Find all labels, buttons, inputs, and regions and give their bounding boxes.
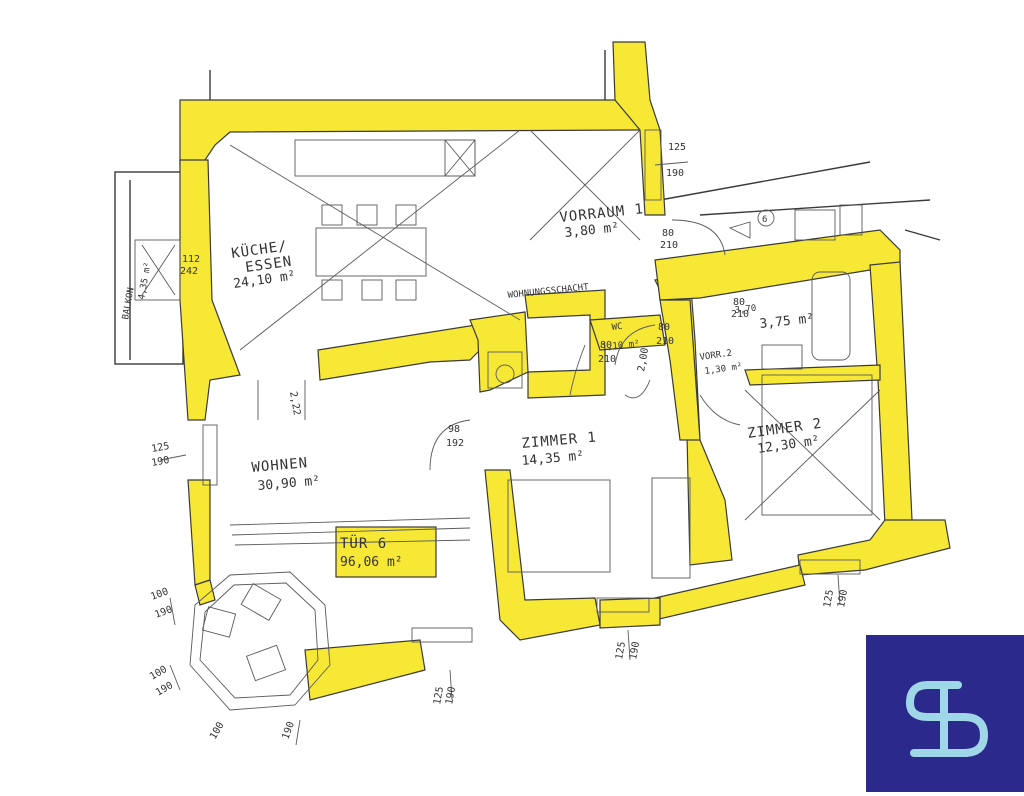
wall-left-upper (179, 159, 241, 421)
hallway-area: 1,30 m² (704, 362, 743, 377)
hall-door-label: 2,00 (636, 347, 651, 373)
zimmer1-area: 14,35 m² (521, 449, 585, 469)
wall-zimmer1-bottom (654, 564, 806, 621)
zimmer1-label: ZIMMER 1 (521, 429, 598, 452)
wc-door-width: 80 (600, 340, 612, 351)
z1-window-width: 125 (432, 686, 446, 706)
bay-window2-height: 190 (154, 680, 175, 699)
wall-left-lower (187, 479, 211, 586)
bay-window3-width: 100 (208, 720, 227, 741)
z2-window-width: 125 (822, 589, 836, 609)
wall-living-bottom (304, 639, 426, 701)
kitchen-door-label: 2,22 (287, 391, 302, 417)
wall-top-right (612, 41, 666, 216)
wall-zimmer1-left (484, 469, 601, 641)
kitchen-label-2: ESSEN (244, 254, 293, 276)
sp-monogram-icon (906, 681, 988, 757)
wc-area: 1,10 m² (601, 339, 640, 353)
vorraum-window-height: 190 (666, 168, 684, 179)
dimension-labels: 112 242 80 210 80 210 80 210 80 210 98 1… (148, 142, 850, 742)
wc-door-height: 210 (598, 354, 616, 365)
wall-hall (589, 314, 666, 351)
wall-bath-top (654, 229, 901, 301)
bay-window-height: 190 (153, 604, 174, 621)
hallway-label: VORR.2 (699, 349, 733, 363)
room-sketch (134, 129, 881, 746)
hall-door-width: 80 (658, 322, 670, 333)
living-area: 30,90 m² (257, 474, 321, 494)
bath-door-height: 210 (731, 309, 749, 320)
balcony-door-width: 112 (182, 254, 200, 265)
kitchen-area: 24,10 m² (232, 268, 296, 292)
bay-window-width: 100 (149, 586, 170, 603)
z2-window-height: 190 (836, 589, 850, 609)
bathroom-area: 3,75 m² (759, 311, 815, 332)
wall-zimmer1-bottom-2 (599, 597, 661, 629)
wc-label: WC (611, 322, 623, 333)
wall-wc (524, 289, 606, 399)
walls (179, 41, 951, 701)
z1-window-height: 190 (444, 686, 458, 706)
wall-bay (194, 579, 216, 606)
unit-area: 96,06 m² (340, 555, 403, 570)
bay-window2-width: 100 (148, 664, 169, 683)
zimmer1-door-width: 98 (448, 424, 460, 435)
living-window-height: 190 (151, 455, 171, 469)
wall-top (179, 99, 641, 166)
hall-door-height: 210 (656, 336, 674, 347)
unit-name: TÜR 6 (340, 534, 387, 552)
vorraum-door-width: 80 (662, 228, 674, 239)
z1-window2-height: 190 (628, 641, 642, 661)
bath-door-width: 80 (733, 297, 745, 308)
wall-right-bottom (797, 519, 951, 576)
living-label: WOHNEN (251, 455, 309, 476)
z1-window2-width: 125 (614, 641, 628, 661)
balcony-label: BALKON (121, 287, 136, 321)
balcony-door-height: 242 (180, 266, 198, 277)
vorraum-area: 3,80 m² (564, 220, 620, 241)
unit-label-highlight (335, 526, 437, 578)
vorraum-window-width: 125 (668, 142, 686, 153)
vorraum-door-height: 210 (660, 240, 678, 251)
bath-tub-label: 3,70 (734, 304, 757, 316)
entrance-marker: 6 (762, 215, 767, 225)
bay-window3-height: 190 (280, 720, 297, 741)
outer-sketch-lines (114, 50, 941, 365)
wall-hall-vertical (659, 299, 701, 441)
zimmer1-door-height: 192 (446, 438, 464, 449)
company-logo (866, 635, 1024, 792)
living-window-width: 125 (151, 441, 171, 455)
